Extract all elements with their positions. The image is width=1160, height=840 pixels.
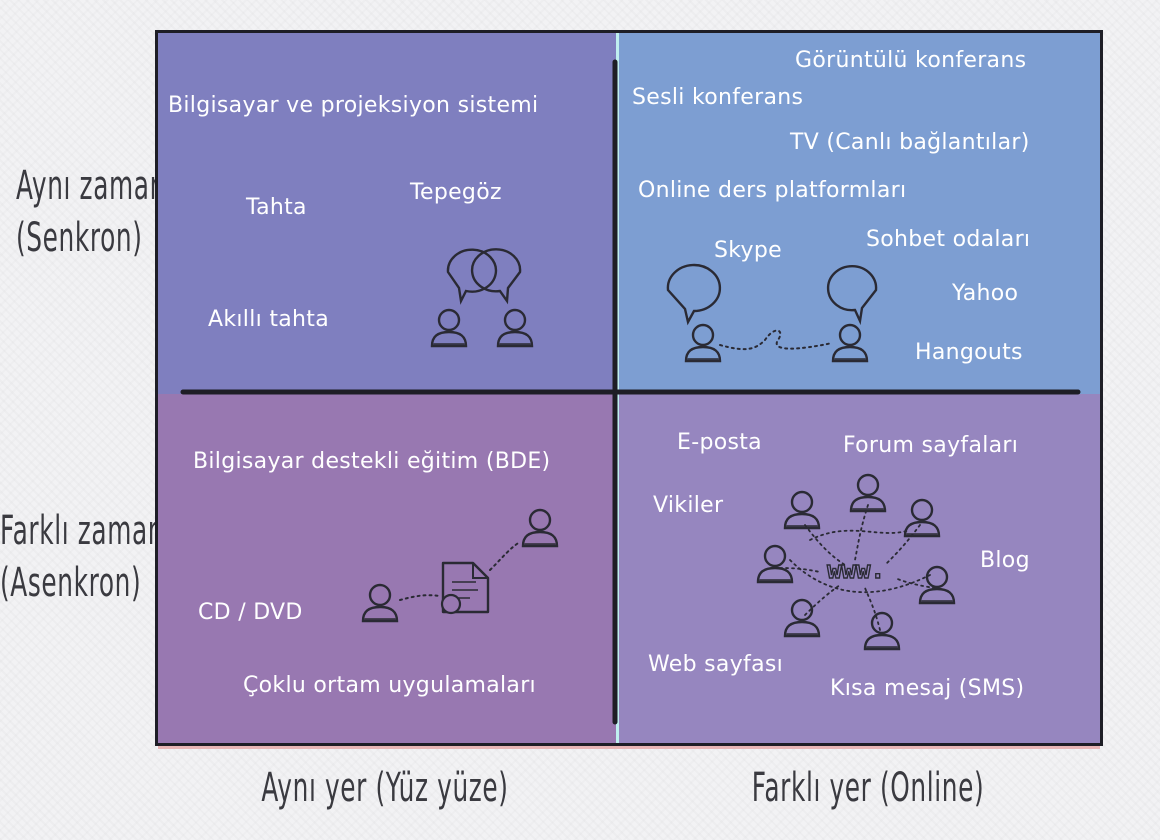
quadrant-same-time-different-place (616, 33, 1100, 394)
chat-people-connected-icon (666, 263, 878, 363)
item-forum: Forum sayfaları (843, 433, 1019, 458)
www-network-people-icon: www. (756, 473, 956, 651)
item-skype: Skype (714, 238, 782, 263)
matrix-frame (155, 30, 1103, 746)
item-smart-board: Akıllı tahta (208, 307, 329, 332)
item-audio-conference: Sesli konferans (632, 85, 804, 110)
quadrant-different-time-different-place (616, 394, 1100, 743)
quadrant-different-time-same-place (158, 394, 616, 743)
item-video-conference: Görüntülü konferans (795, 48, 1027, 73)
item-cai: Bilgisayar destekli eğitim (BDE) (193, 449, 551, 474)
item-overhead-projector: Tepegöz (410, 180, 502, 205)
item-wikis: Vikiler (653, 493, 724, 518)
item-board: Tahta (246, 195, 307, 220)
quadrant-same-time-same-place (158, 33, 616, 394)
item-yahoo: Yahoo (952, 281, 1019, 306)
column-label-same-place: Aynı yer (Yüz yüze) (261, 765, 509, 811)
item-web-page: Web sayfası (648, 652, 784, 677)
www-label: www. (827, 556, 885, 584)
item-tv-live: TV (Canlı bağlantılar) (790, 130, 1030, 155)
item-chat-rooms: Sohbet odaları (866, 227, 1031, 252)
item-sms: Kısa mesaj (SMS) (830, 676, 1025, 701)
item-multimedia: Çoklu ortam uygulamaları (243, 673, 536, 698)
column-label-different-place: Farklı yer (Online) (751, 765, 985, 811)
item-cd-dvd: CD / DVD (198, 600, 303, 625)
item-online-platforms: Online ders platformları (638, 178, 907, 203)
document-sharing-people-icon (361, 508, 559, 623)
bottom-strip (158, 743, 1100, 749)
speech-bubbles-people-icon (430, 248, 534, 348)
row-label-synchronous-line2: (Senkron) (16, 215, 143, 261)
item-hangouts: Hangouts (915, 340, 1023, 365)
item-email: E-posta (677, 430, 762, 455)
item-computer-projection: Bilgisayar ve projeksiyon sistemi (168, 93, 539, 118)
item-blog: Blog (980, 548, 1030, 573)
row-label-asynchronous-line2: (Asenkron) (0, 560, 142, 606)
